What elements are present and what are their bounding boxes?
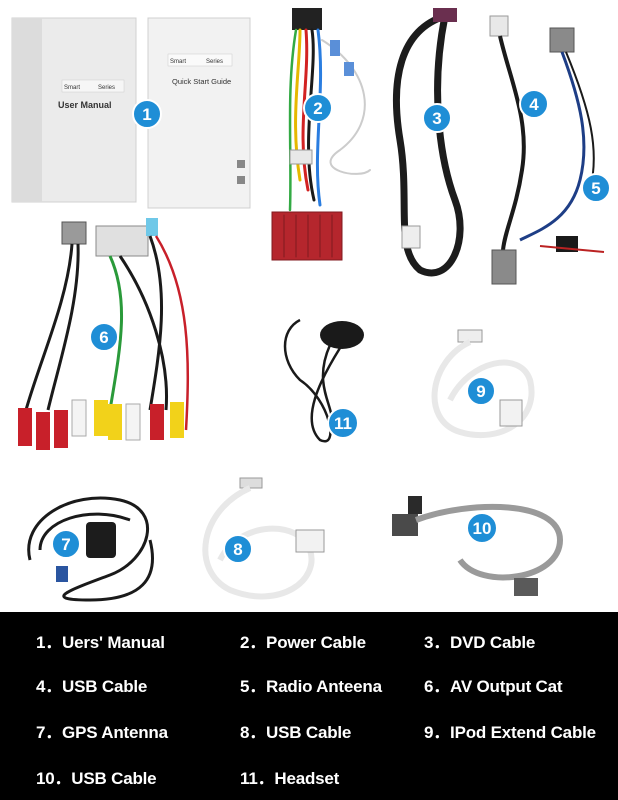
badge-2: 2 [303,93,333,123]
badge-11: 11 [327,407,359,439]
legend-item-2: 2．Power Cable [240,633,366,652]
badge-3: 3 [422,103,452,133]
badge-7-number: 7 [61,535,70,554]
quick-start-brand: Smart [170,59,186,65]
quick-start-series: Series [206,59,223,65]
legend-item-8: 8．USB Cable [240,723,352,742]
badge-9-number: 9 [476,382,485,401]
badge-2-number: 2 [313,99,322,118]
badge-6: 6 [89,322,119,352]
power-cable-harness [271,8,371,261]
badge-4-number: 4 [529,95,539,114]
badge-1: 1 [132,99,162,129]
legend-item-5: 5．Radio Anteena [240,677,382,696]
badge-9: 9 [466,376,496,406]
badge-5: 5 [581,173,611,203]
accessories-legend: 1．Uers' Manual 2．Power Cable 3．DVD Cable… [0,612,618,800]
accessories-photo: Smart Series User Manual Smart Series Qu… [11,8,611,602]
user-manual-brand: Smart [64,85,80,91]
quick-start-title: Quick Start Guide [172,77,231,86]
legend-item-4: 4．USB Cable [36,677,148,696]
badge-11-number: 11 [334,414,352,433]
dvd-cable [392,8,464,277]
badge-10-number: 10 [473,519,492,538]
badge-8-number: 8 [233,540,242,559]
legend-item-3: 3．DVD Cable [424,633,536,652]
legend-item-7: 7．GPS Antenna [36,723,168,742]
av-white-connectors [71,399,141,441]
legend-item-9: 9．IPod Extend Cable [424,723,596,742]
ipod-extend-cable [431,329,535,439]
usb-cable-10 [392,496,564,596]
av-yellow-connectors [94,400,184,440]
badge-3-number: 3 [432,109,441,128]
quick-start-guide-booklet: Smart Series Quick Start Guide [147,17,251,209]
legend-item-6: 6．AV Output Cat [424,677,563,696]
badge-10: 10 [466,512,498,544]
badge-8: 8 [223,534,253,564]
legend-item-10: 10．USB Cable [36,769,157,788]
av-output-cable [24,218,190,431]
legend-item-1: 1．Uers' Manual [36,633,165,652]
badge-7: 7 [51,529,81,559]
badge-5-number: 5 [591,179,600,198]
user-manual-title: User Manual [58,100,112,110]
badge-6-number: 6 [99,328,108,347]
badge-4: 4 [519,89,549,119]
gps-antenna [27,496,154,602]
av-red-connectors [18,404,164,450]
usb-cable-8 [202,477,325,600]
radio-antenna-cable [519,27,605,253]
usb-cable-4 [489,15,526,285]
user-manual-booklet: Smart Series User Manual [11,17,137,203]
badge-1-number: 1 [142,105,151,124]
legend-item-11: 11．Headset [240,769,340,788]
user-manual-series: Series [98,85,115,91]
